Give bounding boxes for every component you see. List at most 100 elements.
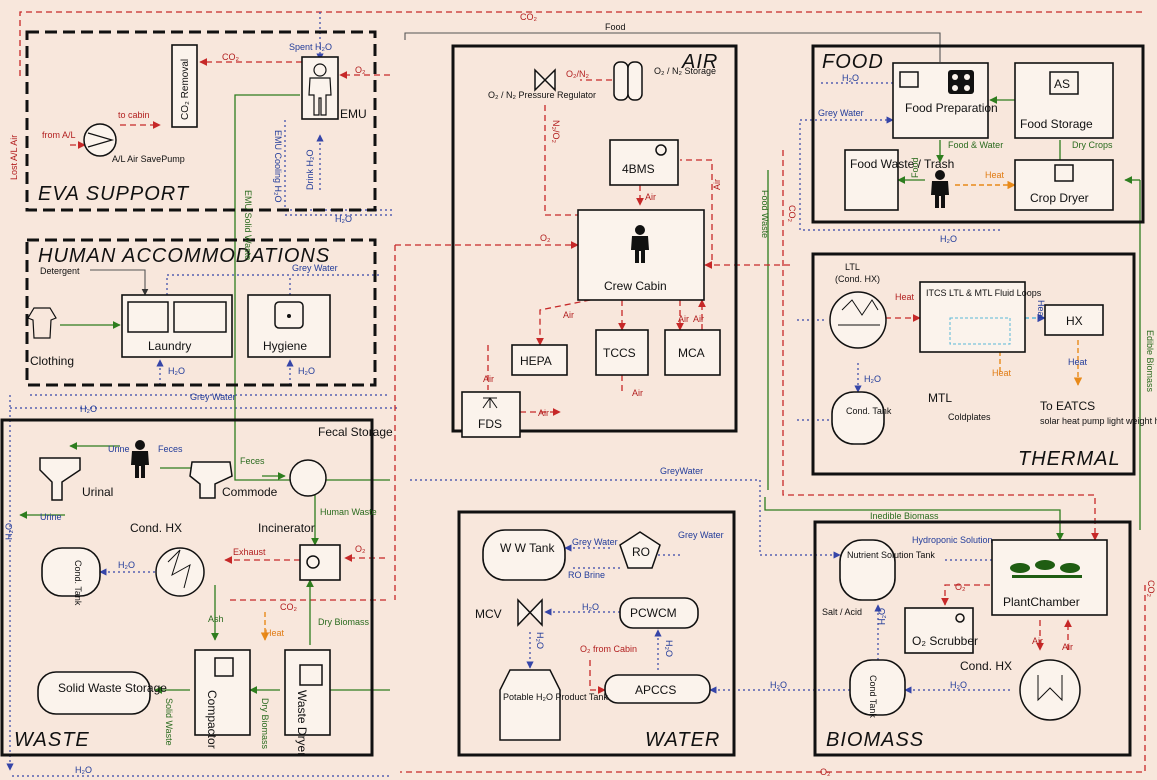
pressure-regulator-label: O₂ / N₂ Pressure Regulator	[488, 90, 596, 100]
hepa-air-line	[536, 297, 601, 346]
food-h2o-line	[799, 116, 1000, 231]
feces-commode-label: Feces	[240, 456, 265, 466]
ro-grey-water-label: Grey Water	[572, 537, 618, 547]
food-components: Food Preparation AS Food Storage Food Wa…	[760, 62, 1114, 244]
food-label: Food	[910, 157, 920, 178]
itcs-box	[919, 281, 1026, 353]
itcs-loop-icon	[949, 317, 1011, 345]
air-save-pump-icon	[83, 123, 117, 157]
biomass-cond-hx-icon	[1019, 659, 1081, 721]
thermal-frame	[811, 252, 1136, 476]
as-label: AS	[1054, 77, 1070, 91]
ash-label: Ash	[208, 614, 224, 624]
section-air: AIR	[451, 44, 738, 433]
inedible-biomass-line	[764, 497, 1064, 541]
section-eva-support: EVA SUPPORT	[25, 30, 377, 212]
potable-tank-box	[499, 669, 561, 741]
tccs-label: TCCS	[603, 346, 636, 360]
scrubber-fan-icon	[955, 613, 965, 623]
emu-cooling-line	[284, 120, 395, 211]
pump-label: A/L Air SavePump	[112, 154, 185, 164]
waste-grey-water-label: Grey Water	[190, 392, 236, 402]
waste-cond-hx-label: Cond. HX	[130, 521, 182, 535]
nutrient-tank-label: Nutrient Solution Tank	[847, 550, 935, 560]
waste-co2-label: CO₂	[280, 602, 298, 612]
food-prep-label: Food Preparation	[905, 101, 998, 115]
left-h2o-label: H₂O	[4, 523, 14, 540]
mcv-label: MCV	[475, 607, 502, 621]
food-co2-label: CO₂	[787, 205, 797, 223]
biomass-air-label-2: Air	[1062, 642, 1073, 652]
dryer-rack-icon	[1054, 164, 1074, 182]
o2-bottom-line	[400, 585, 1146, 773]
pump-chevron-icon	[87, 132, 115, 148]
human-frame	[25, 238, 377, 387]
itcs-heat-label: Heat	[1036, 300, 1046, 320]
feces-label: Feces	[158, 444, 183, 454]
waste-cond-hx-icon	[155, 547, 205, 597]
ltl-label: LTL	[845, 262, 860, 272]
ltl-coil-icon	[838, 299, 880, 326]
water-grey-water-line-label: GreyWater	[660, 466, 703, 476]
food-waste-label: Food Waste / Trash	[850, 157, 954, 171]
waste-dryer-box	[284, 649, 331, 736]
plants-icon	[1010, 560, 1082, 578]
human-components: Detergent Grey Water Clothing Laundry Hy…	[27, 263, 338, 376]
food-heat-label: Heat	[985, 170, 1005, 180]
waste-person-icon	[131, 440, 149, 478]
grey-water-label: Grey Water	[292, 263, 338, 273]
biomass-o2-label: O₂	[955, 582, 966, 592]
biomass-h2o-label: H₂O	[950, 680, 967, 690]
emu-solid-waste-label: EMU Solid Waste	[243, 190, 253, 260]
laundry-grey-water-line	[166, 274, 380, 295]
apccs-label: APCCS	[635, 683, 676, 697]
food-frame	[811, 44, 1145, 224]
ltl-cond-hx-label: (Cond. HX)	[835, 274, 880, 284]
pressure-regulator-valve-icon	[534, 68, 556, 92]
hx-label: HX	[1066, 314, 1083, 328]
apccs-h2o-label: H₂O	[664, 640, 674, 657]
thermal-title: THERMAL	[1018, 448, 1121, 470]
waste-title: WASTE	[14, 729, 90, 751]
coldplates-label: Coldplates	[948, 412, 991, 422]
waste-frame	[0, 418, 374, 757]
emu-cooling-label: EMU Cooling H₂O	[273, 130, 283, 203]
to-eatcs-label: To EATCS	[1040, 399, 1095, 413]
air-label-tccs: Air	[632, 388, 643, 398]
compactor-label: Compactor	[205, 690, 219, 749]
urine-out-label: Urine	[40, 512, 62, 522]
biomass-air-label-1: Air	[1032, 636, 1043, 646]
section-biomass: BIOMASS	[813, 520, 1132, 757]
bms-fan-icon	[655, 144, 667, 156]
o2-cabin-label: O₂	[540, 233, 551, 243]
incinerator-label: Incinerator	[258, 521, 315, 535]
food-waste-line-label: Food Waste	[760, 190, 770, 238]
flow-lines	[6, 11, 1146, 777]
oven-icon	[899, 71, 919, 88]
hydroponic-label: Hydroponic Solution	[912, 535, 993, 545]
waste-h2o-top-label: H₂O	[80, 404, 97, 414]
hygiene-label: Hygiene	[263, 339, 307, 353]
water-components: GreyWater W W Tank RO Grey Water Grey Wa…	[475, 466, 787, 741]
biomass-title: BIOMASS	[826, 729, 924, 751]
hx-box	[1044, 304, 1104, 336]
eva-frame	[25, 30, 377, 212]
solid-waste-storage-label: Solid Waste Storage	[58, 681, 167, 695]
air-label-mca-2: Air	[693, 314, 704, 324]
drain-icon	[287, 314, 291, 318]
storage-label: O₂ / N₂ Storage	[654, 66, 716, 76]
ro-brine-label: RO Brine	[568, 570, 605, 580]
air-frame	[451, 44, 738, 433]
laundry-h2o-label: H₂O	[168, 366, 185, 376]
waste-h2o-label: H₂O	[118, 560, 135, 570]
top-co2-label: CO₂	[520, 12, 538, 22]
waste-components: Urine Feces Urinal Commode Feces Fecal S…	[4, 392, 393, 775]
grey-water-in-label: Grey Water	[678, 530, 724, 540]
crew-cabin-label: Crew Cabin	[604, 279, 667, 293]
ro-box	[619, 531, 661, 569]
ro-label: RO	[632, 545, 650, 559]
cond-tank-h2o-label: H₂O	[877, 608, 887, 625]
air-label-return: Air	[712, 179, 722, 190]
section-thermal: THERMAL	[811, 252, 1136, 476]
